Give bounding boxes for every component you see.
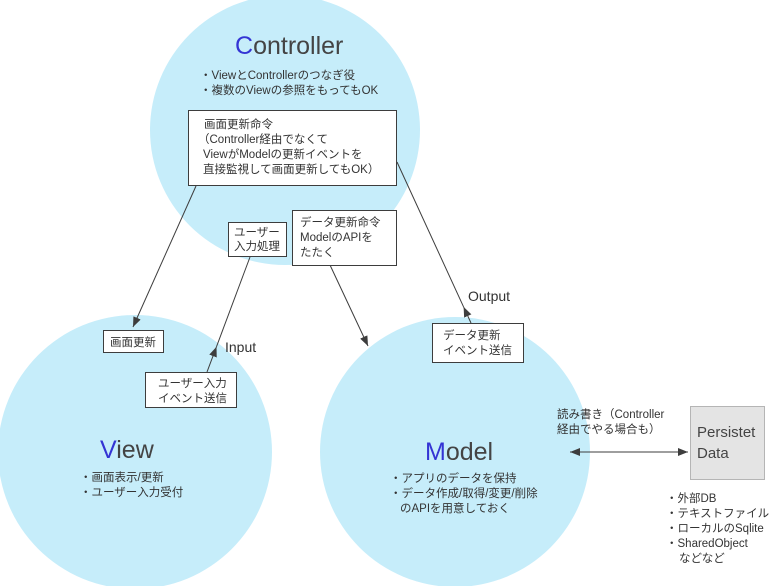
- box-line: ModelのAPIを: [300, 231, 373, 244]
- box-line: 直接監視して画面更新してもOK）: [203, 162, 379, 176]
- box-frame: [432, 323, 524, 363]
- model-title: Model: [425, 438, 493, 466]
- persistence-example: ・外部DB: [666, 491, 717, 505]
- model-bullet: ・データ作成/取得/変更/削除: [390, 486, 538, 500]
- data-update-event-box: データ更新 イベント送信: [432, 323, 524, 363]
- output-arrow: [396, 161, 472, 324]
- data-update-command-arrow: [329, 264, 369, 347]
- box-frame: [188, 110, 397, 186]
- box-frame: [145, 372, 237, 408]
- persistence-example: ・テキストファイル: [666, 508, 769, 520]
- title-remaining-letters: iew: [116, 436, 154, 464]
- box-text: データ更新命令 ModelのAPIを たたく: [300, 215, 384, 259]
- data-update-command-box: データ更新命令 ModelのAPIを たたく: [292, 210, 397, 266]
- controller-bullet: ・ViewとControllerのつなぎ役: [200, 68, 356, 82]
- box-line: データ更新命令: [300, 215, 381, 229]
- controller-title: Controller: [235, 32, 343, 60]
- box-line: ユーザー: [234, 226, 280, 239]
- model-bullet-list: ・アプリのデータを保持 ・データ作成/取得/変更/削除 のAPIを用意しておく: [390, 471, 541, 515]
- model-bullet: ・アプリのデータを保持: [390, 471, 517, 485]
- box-line: ユーザー入力: [158, 377, 227, 390]
- output-label: Output: [468, 288, 510, 304]
- box-line: （Controller経由でなくて: [198, 132, 328, 146]
- read-write-label: 読み書き（Controller 経由でやる場合も）: [557, 407, 668, 436]
- input-label: Input: [225, 339, 256, 355]
- screen-refresh-arrow: [132, 185, 197, 328]
- controller-bullet: ・複数のViewの参照をもってもOK: [200, 83, 379, 97]
- box-line: データ更新: [443, 328, 501, 342]
- box-text: ユーザー 入力処理: [234, 226, 283, 253]
- screen-refresh-box: 画面更新: [103, 330, 164, 353]
- view-bullet: ・画面表示/更新: [80, 470, 164, 484]
- screen-refresh-command-box: 画面更新命令 （Controller経由でなくて ViewがModelの更新イベ…: [188, 110, 397, 186]
- title-initial-letter: V: [100, 436, 117, 464]
- box-line: Data: [697, 445, 729, 462]
- controller-bullet-list: ・ViewとControllerのつなぎ役 ・複数のViewの参照をもってもOK: [200, 68, 379, 97]
- title-initial-letter: C: [235, 32, 253, 60]
- box-line: 入力処理: [234, 239, 280, 253]
- box-text: ユーザー入力 イベント送信: [158, 377, 230, 405]
- persistent-data-box: Persistet Data: [690, 406, 765, 480]
- box-line: ViewがModelの更新イベントを: [203, 147, 363, 161]
- view-bullet: ・ユーザー入力受付: [80, 486, 183, 499]
- view-bullet-list: ・画面表示/更新 ・ユーザー入力受付: [80, 470, 183, 499]
- box-frame: [103, 330, 164, 353]
- box-text: データ更新 イベント送信: [443, 328, 512, 357]
- box-frame: [690, 406, 765, 480]
- user-input-processing-box: ユーザー 入力処理: [228, 222, 287, 257]
- box-text: Persistet Data: [697, 424, 760, 462]
- input-arrow-upper-segment: [216, 256, 251, 347]
- output-arrow-upper-segment: [396, 161, 465, 308]
- output-arrow-lower-segment: [463, 306, 472, 324]
- persistence-example: などなど: [679, 552, 725, 565]
- read-write-line: 経由でやる場合も）: [557, 422, 661, 436]
- view-title: View: [100, 436, 155, 464]
- box-frame: [228, 222, 287, 257]
- box-text: 画面更新: [110, 335, 156, 349]
- persistence-example: ・SharedObject: [666, 538, 749, 550]
- model-circle: [320, 317, 590, 586]
- box-line: イベント送信: [443, 343, 512, 357]
- persistence-example: ・ローカルのSqlite: [666, 522, 764, 535]
- persistence-examples-list: ・外部DB ・テキストファイル ・ローカルのSqlite ・SharedObje…: [666, 491, 772, 565]
- box-text: 画面更新命令 （Controller経由でなくて ViewがModelの更新イベ…: [198, 117, 379, 176]
- box-line: たたく: [300, 246, 335, 259]
- input-arrow-lower-segment: [206, 346, 217, 373]
- user-input-event-box: ユーザー入力 イベント送信: [145, 372, 237, 408]
- box-line: イベント送信: [158, 391, 227, 405]
- title-remaining-letters: ontroller: [253, 32, 343, 60]
- box-frame: [292, 210, 397, 266]
- title-remaining-letters: odel: [446, 438, 493, 466]
- model-bullet: のAPIを用意しておく: [400, 501, 510, 515]
- title-initial-letter: M: [425, 438, 446, 466]
- read-write-line: 読み書き（Controller: [557, 407, 665, 421]
- box-line: Persistet: [697, 424, 756, 441]
- input-arrow: [206, 256, 251, 373]
- box-line: 画面更新命令: [204, 117, 273, 131]
